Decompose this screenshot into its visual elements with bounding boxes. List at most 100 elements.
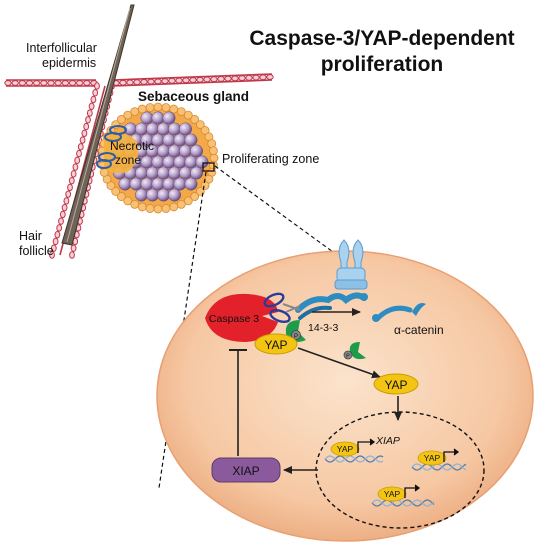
epidermis-cells: [4, 74, 274, 86]
epidermis-cell: [40, 80, 48, 86]
gland-cell: [168, 144, 181, 158]
label-yap-free: YAP: [384, 378, 407, 392]
label-interfollicular: Interfollicular: [26, 41, 97, 55]
label-hair: Hair: [19, 229, 42, 243]
follicle-cell: [61, 203, 68, 212]
dna-strand-b: [324, 455, 384, 463]
follicle-cell: [68, 176, 75, 185]
title-line-2: proliferation: [321, 53, 444, 76]
epidermis-cell: [168, 77, 176, 84]
epidermis-cell: [54, 80, 62, 86]
gland-cell: [184, 133, 198, 147]
gland-rim-cell: [123, 110, 133, 120]
gland-cell: [146, 122, 159, 136]
follicle-cell: [74, 156, 81, 165]
title-line-1: Caspase-3/YAP-dependent: [249, 27, 514, 50]
epidermis-cell: [133, 79, 141, 86]
gland-cell: [118, 177, 132, 191]
label-p-bound: P: [294, 334, 298, 340]
epidermis-cell: [210, 76, 218, 83]
gland-cell: [173, 177, 187, 191]
follicle-cell: [69, 251, 75, 259]
gland-cell: [157, 144, 170, 158]
epidermis-cell: [217, 76, 225, 82]
gland-cell: [162, 133, 176, 147]
label-p-free: P: [346, 354, 350, 360]
cell-body: [156, 250, 534, 542]
yap-nuclear-3: [377, 486, 407, 502]
gland-cell: [162, 177, 176, 191]
epidermis-cell: [245, 74, 253, 81]
gland-rim-cell: [130, 199, 140, 209]
epidermis-cell: [83, 80, 91, 86]
epidermis-cell: [182, 77, 190, 84]
follicle-cell: [49, 251, 55, 259]
gland-cell: [146, 166, 159, 180]
gland-cell: [157, 188, 170, 202]
gland-cell: [179, 166, 192, 180]
label-yap-nuclear-2: YAP: [424, 453, 441, 463]
follicle-cell: [85, 116, 91, 124]
epidermis-cell: [119, 79, 127, 86]
epidermis-cell: [175, 77, 183, 84]
follicle-cell: [56, 224, 63, 232]
follicle-cell: [88, 102, 95, 110]
gland-rim-cell: [190, 192, 200, 201]
label-follicle: follicle: [19, 244, 54, 258]
epidermis-cell: [75, 80, 84, 86]
epidermis-cell: [224, 75, 232, 82]
caspase3-protein: [205, 293, 278, 342]
gland-rim-cell: [207, 139, 217, 149]
gland-cell: [140, 155, 154, 169]
follicle-cell: [81, 129, 88, 138]
follicle-cell: [94, 82, 100, 90]
epidermis-cell: [238, 75, 246, 81]
gland-cell: [184, 177, 198, 191]
gland-cell: [179, 144, 192, 158]
label-14-3-3: 14-3-3: [308, 322, 339, 334]
zoom-box: [202, 162, 215, 172]
gland-cell: [162, 111, 176, 125]
gland-cell: [146, 188, 159, 202]
gland-rim-cell: [169, 202, 179, 212]
alpha-catenin-fragment: [372, 303, 426, 322]
epidermis-cell: [32, 80, 41, 86]
epidermis-cell: [147, 78, 155, 85]
label-xiap-gene: XIAP: [375, 435, 400, 447]
epidermis-cell: [140, 79, 148, 85]
gland-rim-cell: [195, 120, 205, 130]
gland-rim-cell: [145, 204, 155, 213]
yap-free: [373, 373, 419, 395]
label-epidermis: epidermis: [42, 56, 96, 70]
dna-strand-b: [371, 499, 435, 507]
dna-strand-b: [411, 463, 467, 471]
gland-cell: [190, 166, 203, 180]
label-proliferating-zone: Proliferating zone: [222, 152, 319, 166]
gland-cell: [168, 122, 181, 136]
gland-rim-cell: [153, 204, 163, 214]
gland-rim-cell: [137, 202, 147, 212]
gland-cell: [140, 177, 154, 191]
phospho-marker-bound: [291, 330, 301, 340]
gland-rim-cell: [130, 107, 140, 117]
follicle-cell: [65, 190, 72, 198]
epidermis-cell: [61, 80, 70, 86]
gland-rim-cell: [106, 181, 116, 190]
gland-cell: [173, 133, 187, 147]
gland-cell: [190, 144, 203, 158]
follicle-cell: [77, 143, 84, 151]
gland-cell: [179, 122, 192, 136]
gland-cell: [168, 188, 181, 202]
gland-rim-cell: [161, 204, 171, 213]
follicle-cell: [59, 210, 66, 219]
follicle-cell: [70, 170, 77, 178]
gland-rim-cell: [209, 146, 218, 156]
gland-rim-cell: [116, 192, 126, 201]
gland-rim-cell: [209, 153, 219, 163]
follicle-cell: [79, 136, 86, 144]
epidermis-cell: [203, 76, 211, 83]
membrane-receptor: [334, 239, 368, 290]
yap-nuclear-2: [417, 450, 447, 466]
